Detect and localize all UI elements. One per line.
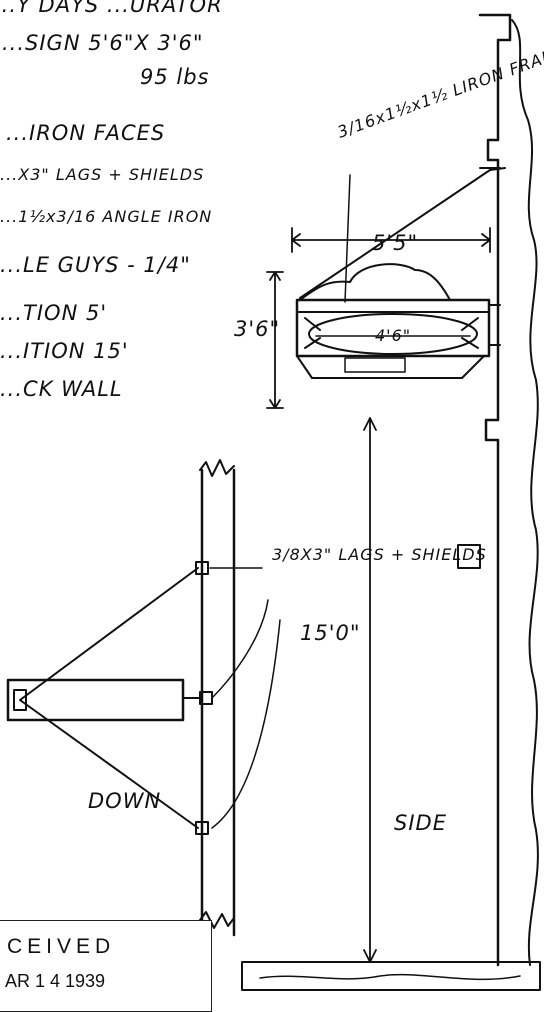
note-line-4: ...IRON FACES (6, 121, 165, 145)
view-label-down: DOWN (88, 789, 161, 813)
note-line-8: ...TION 5' (0, 301, 107, 325)
received-stamp: CEIVED AR 1 4 1939 (0, 920, 212, 1012)
stamp-date: AR 1 4 1939 (5, 971, 106, 991)
note-line-7: ...LE GUYS - 1/4" (0, 253, 191, 277)
lag-label: 3/8X3" LAGS + SHIELDS (272, 545, 487, 564)
note-line-6: ...1½x3/16 ANGLE IRON (0, 207, 212, 226)
note-line-2: ...SIGN 5'6"X 3'6" (2, 31, 204, 55)
note-line-10: ...CK WALL (0, 377, 123, 401)
frame-label: 3/16x1½x1½ LIRON FRAME (335, 41, 544, 142)
height-dimension-label: 3'6" (234, 317, 280, 341)
sign-plan (6, 678, 185, 722)
note-line-9: ...ITION 15' (0, 339, 129, 363)
note-line-3: 95 lbs (140, 65, 210, 89)
note-line-5: ...X3" LAGS + SHIELDS (0, 165, 204, 184)
stamp-title: CEIVED (7, 935, 116, 958)
building-wall (241, 13, 541, 991)
notes-block: ...Y DAYS ...URATOR ...SIGN 5'6"X 3'6" 9… (0, 0, 223, 401)
inner-width-label: 4'6" (375, 326, 411, 345)
down-view: 3/8X3" LAGS + SHIELDS 15'0" DOWN (6, 459, 487, 937)
view-label-side: SIDE (394, 811, 447, 835)
note-line-1: ...Y DAYS ...URATOR (0, 0, 223, 17)
clearance-label: 15'0" (300, 621, 361, 645)
width-dimension-label: 5'5" (372, 231, 418, 255)
